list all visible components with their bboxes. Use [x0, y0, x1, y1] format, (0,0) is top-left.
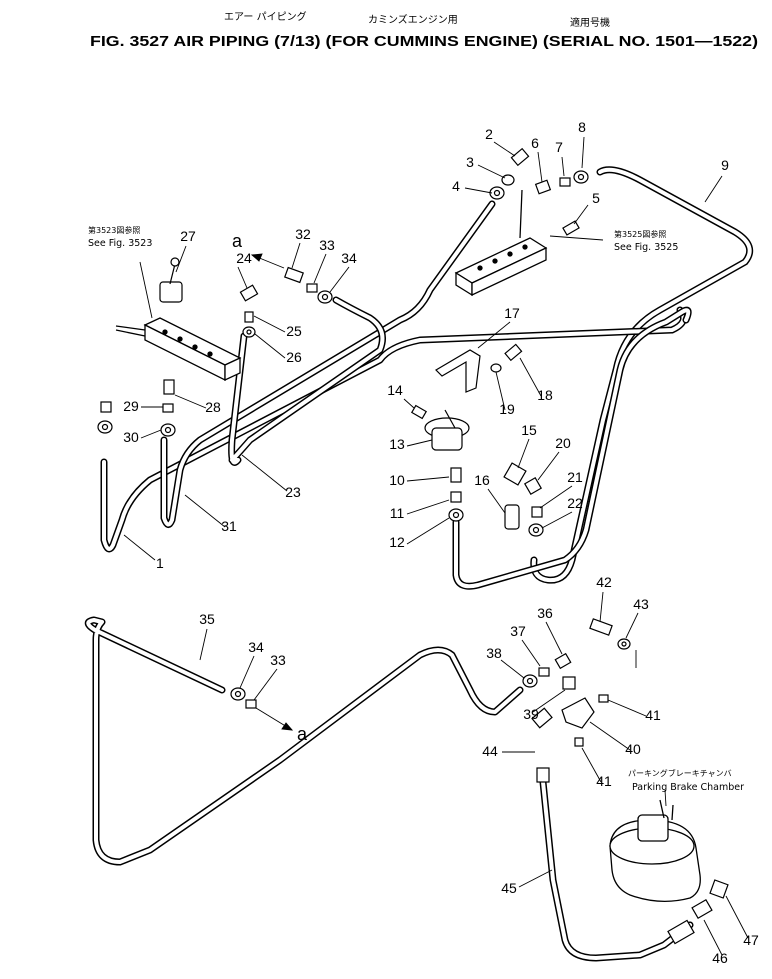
manifold-right	[454, 189, 548, 297]
callout-45: 45	[501, 880, 517, 896]
callout-10: 10	[389, 472, 405, 488]
callout-38: 38	[486, 645, 502, 661]
header-jp-mid: カミンズエンジン用	[368, 13, 458, 26]
callout-9: 9	[721, 157, 729, 173]
header-jp-right: 適用号機	[570, 16, 610, 29]
callout-16: 16	[474, 472, 490, 488]
callout-15: 15	[521, 422, 537, 438]
callout-28: 28	[205, 399, 221, 415]
manifold-left	[115, 317, 242, 382]
callout-14: 14	[387, 382, 403, 398]
callout-43: 43	[633, 596, 649, 612]
ref-note-right-en: See Fig. 3525	[614, 242, 678, 253]
callout-13: 13	[389, 436, 405, 452]
callout-30: 30	[123, 429, 139, 445]
callout-41: 41	[596, 773, 612, 789]
callout-2: 2	[485, 126, 493, 142]
callout-25: 25	[286, 323, 302, 339]
callout-33: 33	[270, 652, 286, 668]
callout-32: 32	[295, 226, 311, 242]
callout-37: 37	[510, 623, 526, 639]
callout-41: 41	[645, 707, 661, 723]
callout-20: 20	[555, 435, 571, 451]
callout-34: 34	[248, 639, 264, 655]
callout-23: 23	[285, 484, 301, 500]
callout-27: 27	[180, 228, 196, 244]
ref-note-left-en: See Fig. 3523	[88, 238, 152, 249]
callout-7: 7	[555, 139, 563, 155]
callout-8: 8	[578, 119, 586, 135]
chamber-label-en: Parking Brake Chamber	[632, 782, 744, 793]
callout-39: 39	[523, 706, 539, 722]
pipe-label-1: 1	[156, 555, 164, 571]
callout-6: 6	[531, 135, 539, 151]
leader-lines	[123, 136, 749, 956]
callout-33: 33	[319, 237, 335, 253]
header-jp-left: エアー パイピング	[224, 10, 307, 23]
callout-21: 21	[567, 469, 583, 485]
callout-29: 29	[123, 398, 139, 414]
pipes	[84, 166, 754, 962]
callout-47: 47	[743, 932, 759, 948]
connector-a-bottom: a	[297, 724, 308, 744]
callout-31: 31	[221, 518, 237, 534]
callout-22: 22	[567, 495, 583, 511]
connector-a-top: a	[232, 231, 243, 251]
page-title: FIG. 3527 AIR PIPING (7/13) (FOR CUMMINS…	[90, 34, 758, 50]
callout-44: 44	[482, 743, 498, 759]
callout-18: 18	[537, 387, 553, 403]
callout-46: 46	[712, 950, 728, 966]
callout-35: 35	[199, 611, 215, 627]
callout-12: 12	[389, 534, 405, 550]
callout-24: 24	[236, 250, 252, 266]
callout-3: 3	[466, 154, 474, 170]
chamber-label-jp: パーキングブレーキチャンバ	[628, 768, 732, 778]
parking-brake-chamber	[609, 799, 701, 902]
callout-36: 36	[537, 605, 553, 621]
callout-26: 26	[286, 349, 302, 365]
callout-11: 11	[390, 505, 405, 521]
fittings	[97, 147, 729, 945]
ref-note-right-jp: 第3525図参照	[614, 229, 666, 239]
callout-34: 34	[341, 250, 357, 266]
callout-4: 4	[452, 178, 460, 194]
callout-42: 42	[596, 574, 612, 590]
ref-note-left-jp: 第3523図参照	[88, 225, 140, 235]
callout-19: 19	[499, 401, 515, 417]
callout-5: 5	[592, 190, 600, 206]
callout-17: 17	[504, 305, 520, 321]
callout-40: 40	[625, 741, 641, 757]
